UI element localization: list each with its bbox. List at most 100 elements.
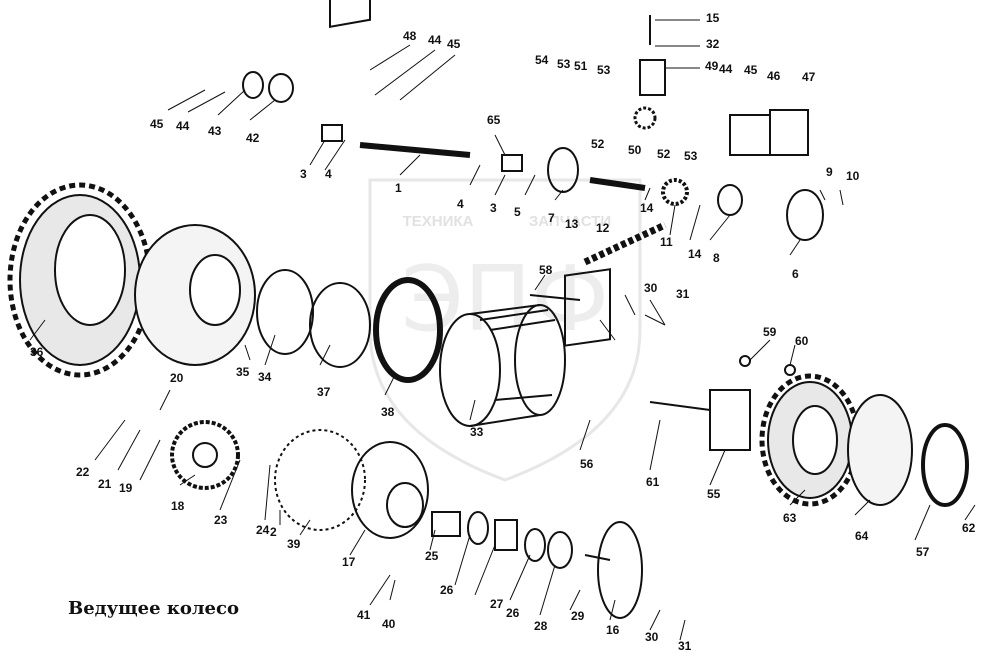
parts: [7, 0, 969, 619]
part-number-label: 38: [381, 405, 395, 419]
part-number-label: 53: [684, 149, 698, 163]
part-number-label: 33: [470, 425, 484, 439]
nut-59: [739, 355, 751, 367]
part-number-label: 41: [357, 608, 371, 622]
watermark-right: ЗАПЧАСТИ: [529, 213, 611, 230]
part-number-label: 4: [457, 197, 464, 211]
part-number-label: 7: [548, 211, 555, 225]
part-number-label: 34: [258, 370, 272, 384]
part-number-label: 62: [962, 521, 976, 535]
flap: [256, 269, 314, 355]
part-number-label: 4: [325, 167, 332, 181]
sleeve-3: [321, 124, 343, 142]
part-number-label: 42: [246, 131, 260, 145]
shaft-1: [359, 142, 471, 158]
shaft-13: [589, 177, 646, 191]
axle: [649, 401, 711, 411]
nut-60: [784, 364, 796, 376]
part-number-label: 47: [802, 70, 816, 84]
part-number-label: 19: [119, 481, 133, 495]
part-number-label: 64: [855, 529, 869, 543]
part-number-label: 27: [490, 597, 504, 611]
bolt-58: [529, 294, 581, 301]
part-number-label: 20: [170, 371, 184, 385]
part-number-label: 53: [557, 57, 571, 71]
part-number-label: 31: [676, 287, 690, 301]
part-number-label: 31: [678, 639, 692, 653]
part-number-label: 5: [514, 205, 521, 219]
part-number-label: 30: [645, 630, 659, 644]
part-number-label: 21: [98, 477, 112, 491]
part-number-label: 25: [425, 549, 439, 563]
flange-55: [709, 389, 751, 451]
cover-6: [786, 189, 824, 241]
right-tyre: [759, 373, 861, 507]
part-number-label: 32: [706, 37, 720, 51]
bracket-49: [639, 59, 666, 96]
part-number-label: 53: [597, 63, 611, 77]
part-number-label: 49: [705, 59, 719, 73]
bearing-27: [494, 519, 518, 551]
gasket-47: [769, 109, 809, 156]
part-number-label: 55: [707, 487, 721, 501]
circlip-26b: [524, 528, 546, 562]
seal-28: [547, 531, 573, 569]
part-number-label: 36: [30, 345, 44, 359]
part-number-label: 46: [767, 69, 781, 83]
part-number-label: 44: [176, 119, 190, 133]
part-number-label: 13: [565, 217, 579, 231]
plate-46: [729, 114, 771, 156]
part-number-label: 39: [287, 537, 301, 551]
part-number-label: 57: [916, 545, 930, 559]
flange-7: [547, 147, 579, 193]
part-number-label: 12: [596, 221, 610, 235]
part-number-label: 29: [571, 609, 585, 623]
sprocket-11: [661, 178, 689, 206]
part-number-label: 59: [763, 325, 777, 339]
part-number-label: 45: [744, 63, 758, 77]
part-number-label: 48: [403, 29, 417, 43]
part-number-label: 3: [300, 167, 307, 181]
right-rim: [921, 423, 969, 507]
part-number-label: 52: [591, 137, 605, 151]
part-number-label: 65: [487, 113, 501, 127]
part-number-label: 56: [580, 457, 594, 471]
sprocket-50: [633, 106, 657, 130]
plate-48: [329, 0, 371, 28]
part-number-label: 51: [574, 59, 588, 73]
cover-42: [268, 73, 294, 103]
part-number-label: 14: [688, 247, 702, 261]
part-number-label: 40: [382, 617, 396, 631]
part-number-label: 22: [76, 465, 90, 479]
part-number-label: 26: [506, 606, 520, 620]
part-number-label: 35: [236, 365, 250, 379]
part-number-label: 1: [395, 181, 402, 195]
diagram-caption: Ведущее колесо: [68, 598, 239, 619]
part-number-label: 2: [270, 525, 277, 539]
part-number-label: 10: [846, 169, 860, 183]
part-number-label: 24: [256, 523, 270, 537]
chain-12: [583, 221, 667, 266]
part-number-label: 44: [719, 62, 733, 76]
part-number-label: 16: [606, 623, 620, 637]
gear-18: [170, 420, 240, 490]
part-number-label: 50: [628, 143, 642, 157]
drum: [439, 304, 566, 427]
part-number-label: 45: [150, 117, 164, 131]
part-number-label: 37: [317, 385, 331, 399]
gasket-43: [242, 71, 264, 99]
bushing-25: [431, 511, 461, 537]
part-number-label: 9: [826, 165, 833, 179]
sleeve-3b: [501, 154, 523, 172]
part-number-label: 23: [214, 513, 228, 527]
flange-16: [597, 521, 643, 619]
part-number-label: 14: [640, 201, 654, 215]
housing-17: [351, 441, 429, 539]
watermark-left: ТЕХНИКА: [403, 213, 474, 230]
lock-ring: [309, 282, 371, 368]
right-tube: [847, 394, 913, 506]
part-number-label: 58: [539, 263, 553, 277]
part-number-label: 30: [644, 281, 658, 295]
